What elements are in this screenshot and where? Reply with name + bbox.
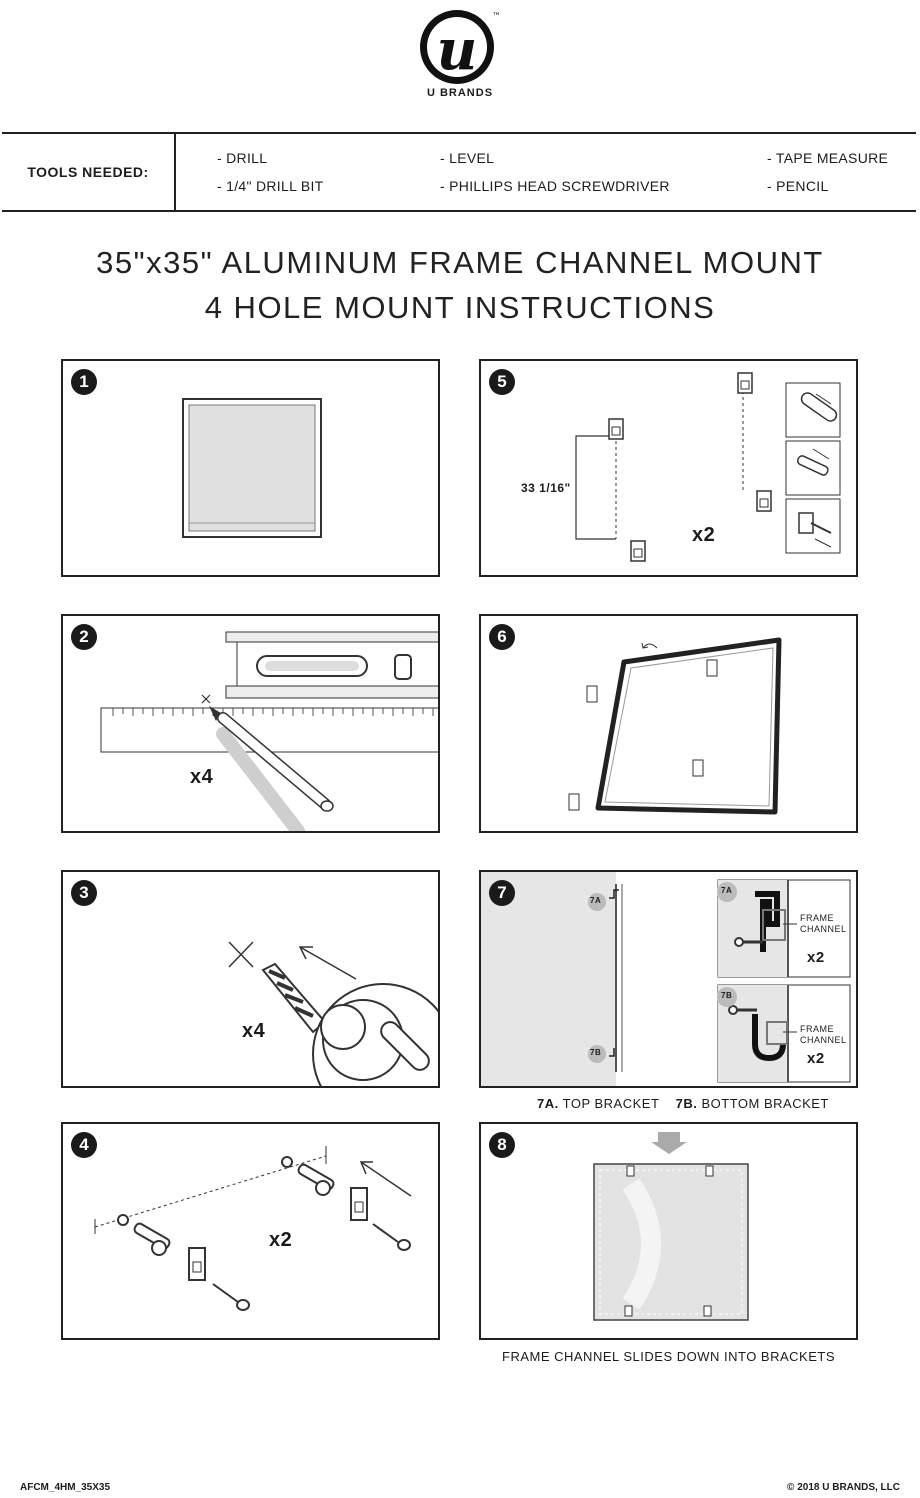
bracket-icon bbox=[703, 1305, 712, 1317]
title-line-1: 35"x35" ALUMINUM FRAME CHANNEL MOUNT bbox=[96, 245, 824, 280]
step-7-number: 7 bbox=[489, 880, 515, 906]
tool-pencil: - PENCIL bbox=[767, 178, 829, 194]
step-3-number: 3 bbox=[71, 880, 97, 906]
step-3-multiplier: x4 bbox=[242, 1020, 266, 1042]
mark-x-icon bbox=[228, 941, 254, 968]
mark-x-icon bbox=[201, 694, 211, 704]
direction-arrow-icon bbox=[298, 946, 357, 980]
wall-anchor-icon bbox=[133, 1222, 171, 1256]
caption-7b-text: BOTTOM BRACKET bbox=[701, 1096, 829, 1111]
step-2-panel: 2 x4 bbox=[61, 614, 440, 833]
tools-needed-label: TOOLS NEEDED: bbox=[2, 134, 176, 210]
bracket-icon bbox=[626, 1165, 635, 1177]
step-7a-multiplier: x2 bbox=[807, 949, 825, 966]
caption-7b-code: 7B. bbox=[675, 1096, 698, 1111]
trademark: ™ bbox=[492, 12, 501, 22]
step-7a-frame-label-2: CHANNEL bbox=[800, 924, 847, 934]
wall-anchor-icon bbox=[297, 1163, 335, 1196]
bracket-icon bbox=[756, 490, 772, 512]
step-7b-multiplier: x2 bbox=[807, 1050, 825, 1067]
detail-box-anchor bbox=[785, 440, 841, 496]
step-3-illustration bbox=[228, 941, 438, 1086]
step-5-illustration bbox=[575, 372, 841, 562]
document-code: AFCM_4HM_35X35 bbox=[20, 1482, 111, 1493]
step-6-number: 6 bbox=[489, 624, 515, 650]
step-8-number: 8 bbox=[489, 1132, 515, 1158]
step-7-caption: 7A. TOP BRACKET 7B. BOTTOM BRACKET bbox=[537, 1096, 829, 1111]
bracket-icon bbox=[608, 418, 624, 440]
bracket-icon bbox=[624, 1305, 633, 1317]
tool-screwdriver: - PHILLIPS HEAD SCREWDRIVER bbox=[440, 178, 670, 194]
step-5-multiplier: x2 bbox=[692, 524, 716, 546]
logo-letter: u bbox=[437, 17, 478, 83]
u-brands-logo: u ™ bbox=[420, 10, 501, 84]
drill-bit-icon bbox=[261, 962, 327, 1034]
bracket-icon bbox=[692, 759, 704, 777]
step-7b-frame-label-2: CHANNEL bbox=[800, 1035, 847, 1045]
step-4-number: 4 bbox=[71, 1132, 97, 1158]
bracket-icon bbox=[188, 1247, 206, 1281]
step-2-number: 2 bbox=[71, 624, 97, 650]
detail-box-screw bbox=[785, 498, 841, 554]
step-7-detail-a-tag: 7A bbox=[721, 886, 733, 895]
step-4-multiplier: x2 bbox=[269, 1229, 293, 1251]
tools-needed-bar: TOOLS NEEDED: - DRILL - 1/4" DRILL BIT -… bbox=[2, 132, 916, 212]
step-5-number: 5 bbox=[489, 369, 515, 395]
bracket-icon bbox=[706, 659, 718, 677]
step-6-illustration bbox=[568, 637, 782, 815]
step-6-panel: 6 bbox=[479, 614, 858, 833]
brand-name: U BRANDS bbox=[426, 87, 494, 99]
tool-drill-bit: - 1/4" DRILL BIT bbox=[217, 178, 324, 194]
pencil-icon bbox=[209, 706, 334, 831]
step-7-illustration bbox=[481, 872, 851, 1086]
detail-7a bbox=[717, 879, 851, 978]
screw-icon bbox=[212, 1223, 411, 1311]
detail-box-drill bbox=[785, 382, 841, 438]
direction-arrow-icon bbox=[359, 1161, 412, 1197]
step-2-illustration bbox=[100, 631, 438, 831]
down-arrow-icon bbox=[651, 1132, 687, 1154]
rotate-arrow-icon bbox=[641, 642, 658, 649]
bracket-icon bbox=[737, 372, 753, 394]
step-1-number: 1 bbox=[71, 369, 97, 395]
step-8-illustration bbox=[593, 1132, 749, 1321]
step-2-multiplier: x4 bbox=[190, 766, 214, 788]
step-1-panel: 1 bbox=[61, 359, 440, 577]
step-7-detail-b-tag: 7B bbox=[721, 991, 733, 1000]
bracket-icon bbox=[705, 1165, 714, 1177]
title-line-2: 4 HOLE MOUNT INSTRUCTIONS bbox=[204, 290, 716, 325]
caption-7a-code: 7A. bbox=[537, 1096, 559, 1111]
step-4-panel: 4 x2 bbox=[61, 1122, 440, 1340]
bracket-icon bbox=[568, 793, 580, 811]
level-icon bbox=[225, 631, 438, 699]
bracket-icon bbox=[630, 540, 646, 562]
step-8-panel: 8 bbox=[479, 1122, 858, 1340]
caption-7a-text: TOP BRACKET bbox=[562, 1096, 660, 1111]
tool-drill: - DRILL bbox=[217, 150, 268, 166]
bracket-icon bbox=[350, 1187, 368, 1221]
step-1-illustration bbox=[182, 398, 322, 538]
step-5-panel: 5 33 1/16" x2 bbox=[479, 359, 858, 577]
tool-tape-measure: - TAPE MEASURE bbox=[767, 150, 889, 166]
tool-level: - LEVEL bbox=[440, 150, 495, 166]
copyright: © 2018 U BRANDS, LLC bbox=[787, 1482, 900, 1493]
detail-7b bbox=[717, 984, 851, 1083]
step-7-panel: 7 7A 7B 7A 7B FRAME CHANNEL x2 FRAME CHA… bbox=[479, 870, 858, 1088]
step-7-tag-a: 7A bbox=[590, 896, 602, 905]
step-4-illustration bbox=[94, 1146, 412, 1311]
step-3-panel: 3 x4 bbox=[61, 870, 440, 1088]
ruler-icon bbox=[100, 707, 438, 753]
bracket-icon bbox=[586, 685, 598, 703]
step-5-measurement: 33 1/16" bbox=[521, 481, 571, 495]
step-7a-frame-label-1: FRAME bbox=[800, 913, 834, 923]
step-7b-frame-label-1: FRAME bbox=[800, 1024, 834, 1034]
step-8-caption: FRAME CHANNEL SLIDES DOWN INTO BRACKETS bbox=[502, 1349, 835, 1364]
step-7-tag-b: 7B bbox=[590, 1048, 602, 1057]
drill-icon bbox=[312, 983, 438, 1086]
